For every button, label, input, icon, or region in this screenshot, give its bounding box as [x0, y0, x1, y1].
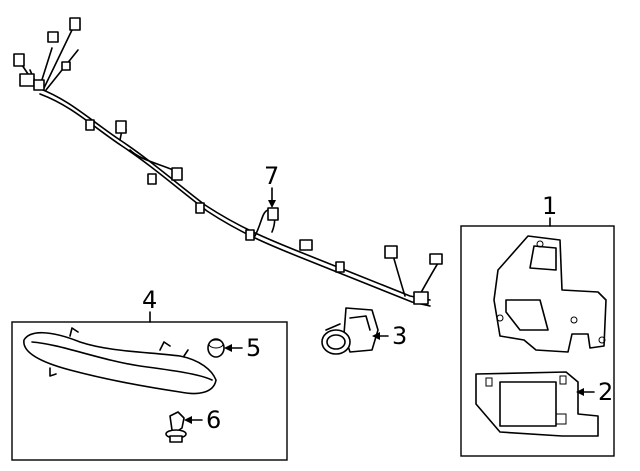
arrow-head-2	[576, 388, 584, 396]
callout-7: 7	[264, 162, 279, 190]
bracket-icon[interactable]	[493, 235, 607, 353]
callout-4: 4	[142, 286, 157, 314]
callout-3: 3	[392, 322, 407, 350]
arrow-head-7	[268, 200, 276, 208]
wire-harness-icon[interactable]: 7	[13, 17, 443, 307]
arrow-head-6	[184, 416, 192, 424]
group-box-1	[460, 225, 615, 457]
callout-6: 6	[206, 406, 221, 434]
arrow-head-5	[224, 344, 232, 352]
reflector-lamp-icon[interactable]	[23, 327, 217, 395]
callout-5: 5	[246, 334, 261, 362]
sensor-module-icon[interactable]	[475, 371, 599, 437]
callout-2: 2	[598, 378, 613, 406]
push-clip-icon[interactable]	[165, 411, 187, 443]
callout-1: 1	[542, 192, 557, 220]
grommet-icon[interactable]	[207, 338, 225, 358]
arrow-head-3	[372, 332, 380, 340]
parking-sensor-icon[interactable]	[321, 307, 379, 355]
